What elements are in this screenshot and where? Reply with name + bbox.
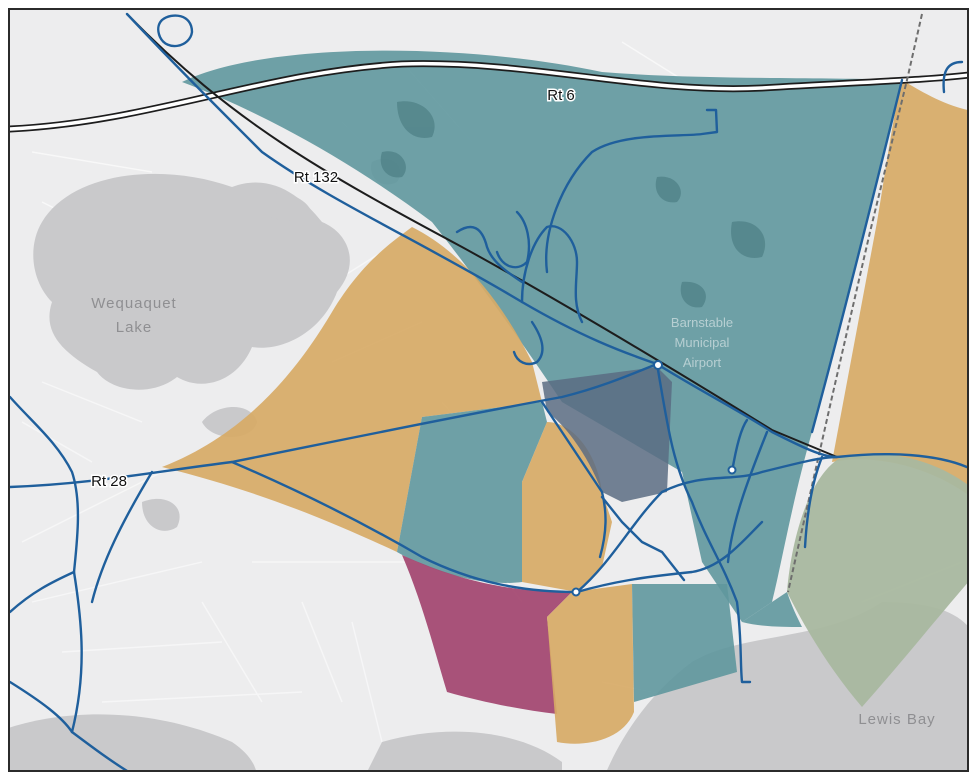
zone-teal-north bbox=[182, 50, 902, 623]
transit-routes[interactable] bbox=[10, 12, 969, 772]
route-label-rt132: Rt 132 bbox=[294, 169, 338, 186]
zone-gold-west bbox=[162, 227, 542, 552]
zone-gold-south bbox=[547, 584, 634, 744]
transit-hub-south[interactable] bbox=[571, 587, 581, 597]
map-frame[interactable]: Wequaquet Lake Barnstable Municipal Airp… bbox=[8, 8, 969, 772]
lake-label-line2: Lake bbox=[116, 319, 153, 336]
route-label-rt6: Rt 6 bbox=[547, 87, 575, 104]
wequaquet-lake bbox=[33, 173, 350, 390]
water-bodies bbox=[10, 158, 967, 770]
transit-hub-hyannis[interactable] bbox=[727, 465, 737, 475]
zone-teal-east-edge bbox=[742, 592, 802, 627]
airport-label-line3: Airport bbox=[683, 355, 722, 370]
zone-gold-east bbox=[832, 80, 967, 495]
highway-rt132 bbox=[126, 13, 838, 458]
airport-patches bbox=[380, 101, 766, 308]
zone-slate bbox=[542, 367, 672, 502]
rail-line bbox=[787, 13, 923, 593]
transit-hub-airport[interactable] bbox=[653, 360, 663, 370]
zone-teal-south bbox=[632, 584, 737, 702]
zone-teal-mid bbox=[397, 402, 547, 583]
service-zones bbox=[162, 50, 967, 744]
place-labels: Wequaquet Lake Barnstable Municipal Airp… bbox=[91, 295, 935, 728]
highways bbox=[10, 13, 967, 458]
road-labels: Rt 6 Rt 132 Rt 28 bbox=[90, 86, 577, 492]
bay-label: Lewis Bay bbox=[858, 711, 935, 728]
airport-label-line1: Barnstable bbox=[671, 315, 733, 330]
map-canvas[interactable]: Wequaquet Lake Barnstable Municipal Airp… bbox=[10, 10, 969, 772]
zone-sage-east bbox=[787, 453, 967, 707]
lake-label-line1: Wequaquet bbox=[91, 295, 176, 312]
zone-magenta bbox=[402, 555, 572, 714]
airport-label-line2: Municipal bbox=[675, 335, 730, 350]
route-label-rt28: Rt 28 bbox=[91, 473, 127, 490]
